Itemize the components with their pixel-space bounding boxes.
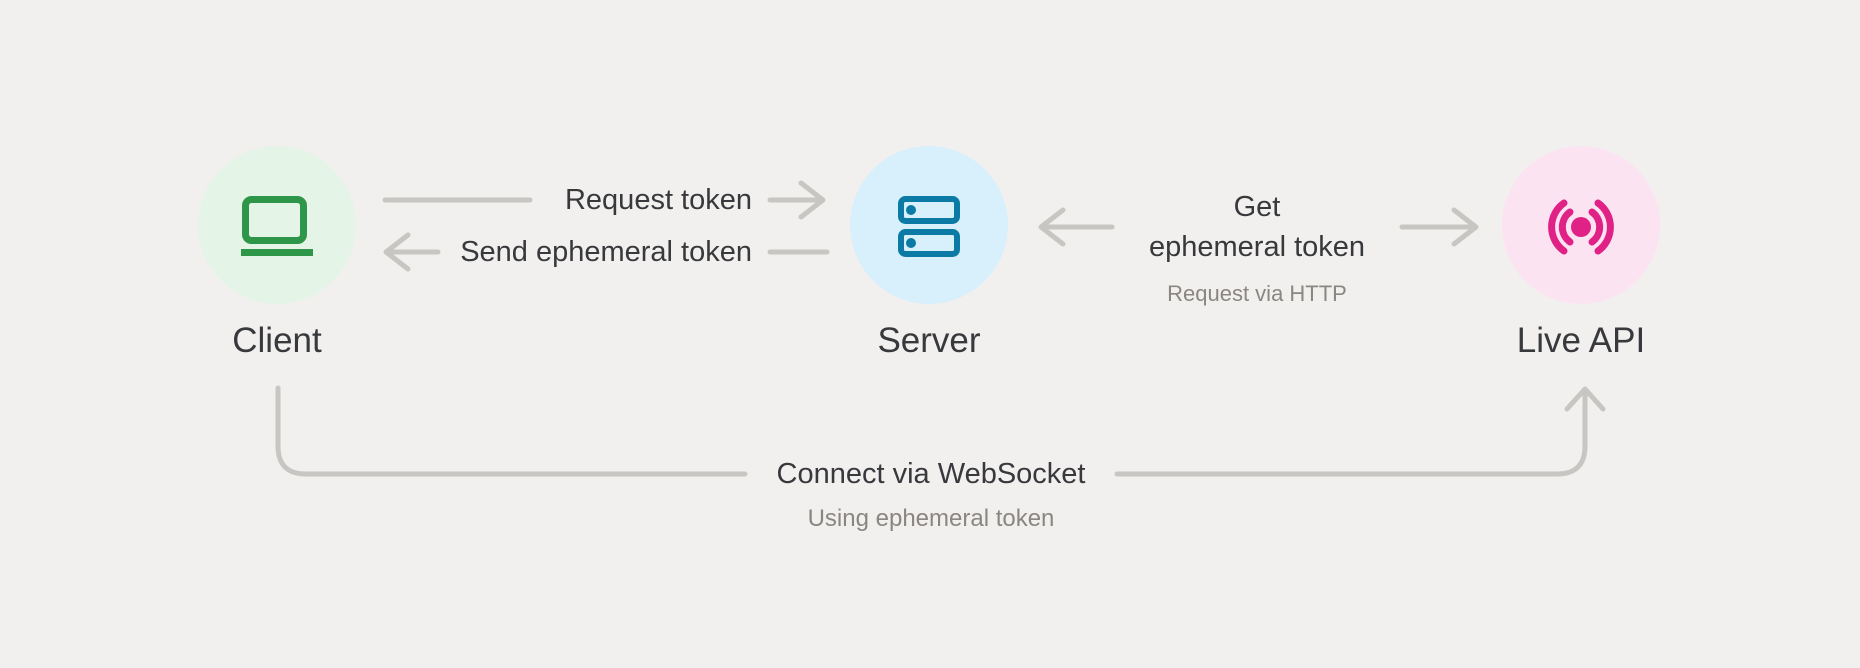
server-label: Server [877,321,981,360]
send-token-arrowhead [383,232,411,272]
server-node [850,146,1008,304]
liveapi-node [1502,146,1660,304]
websocket-sublabel: Using ephemeral token [807,505,1055,532]
websocket-path-left [275,385,748,477]
server-rack-icon [898,192,960,258]
liveapi-label: Live API [1516,321,1646,360]
send-token-label: Send ephemeral token [460,236,752,268]
laptop-icon [239,192,315,258]
websocket-path-right [1114,390,1588,477]
get-token-sublabel: Request via HTTP [1167,281,1347,306]
get-token-label-line1: Get [1233,191,1281,223]
websocket-arrowhead [1564,386,1606,412]
client-label: Client [232,321,322,360]
client-node [198,146,356,304]
broadcast-icon [1543,195,1619,255]
request-token-label: Request token [564,184,752,216]
get-token-right-arrowhead [1451,207,1479,247]
request-token-arrowhead [798,180,826,220]
get-token-left-arrowhead [1038,207,1066,247]
websocket-label: Connect via WebSocket [776,458,1086,490]
get-token-label-line2: ephemeral token [1148,231,1366,263]
get-token-label: Get ephemeral token [1027,187,1487,267]
